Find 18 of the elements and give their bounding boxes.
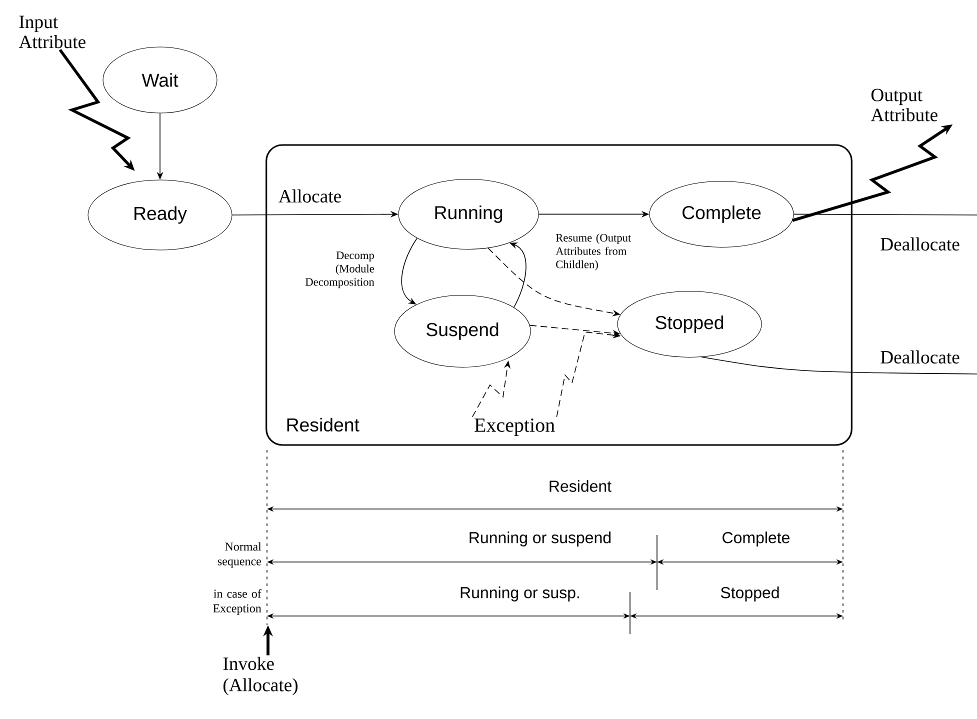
text-label: Exception bbox=[474, 418, 555, 436]
line bbox=[793, 214, 977, 216]
dimension-label: Stopped bbox=[720, 586, 779, 602]
row-label: in case of Exception bbox=[213, 589, 262, 615]
edge-label: Resume (Output Attributes from Childlen) bbox=[554, 232, 637, 272]
dimension-label: Running or susp. bbox=[460, 586, 579, 602]
dimension-label: Complete bbox=[722, 532, 790, 546]
line bbox=[701, 356, 977, 374]
edge-label: Decomp (Module Decomposition bbox=[296, 250, 376, 290]
edge-label: Deallocate bbox=[878, 349, 962, 365]
edge-label: Allocate bbox=[277, 188, 343, 204]
edge-label: Deallocate bbox=[878, 236, 962, 252]
dimension-label: Resident bbox=[550, 480, 612, 492]
row-label: Normal sequence bbox=[218, 542, 262, 568]
dimension-label: Running or suspend bbox=[470, 532, 611, 546]
text-label: Invoke (Allocate) bbox=[223, 656, 298, 696]
text-label: Input Attribute bbox=[18, 16, 86, 48]
text-label: Output Attribute bbox=[870, 88, 938, 122]
